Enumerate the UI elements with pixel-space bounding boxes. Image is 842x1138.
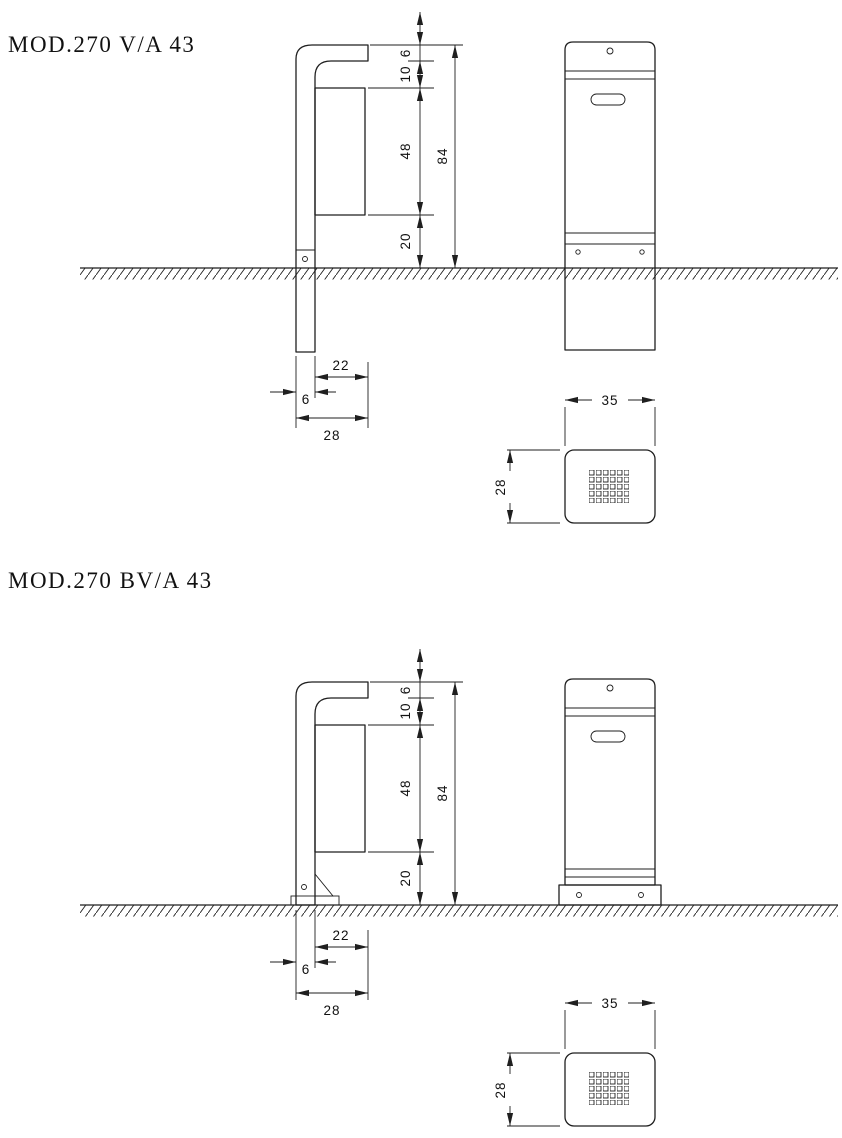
dim-ground-clearance: 20 [398,869,413,886]
drawing-va43: MOD.270 V/A 43 6 [8,12,838,524]
dim-overall-depth: 28 [323,1003,340,1018]
bolt-icon [301,884,307,890]
side-dimensions-vertical: 6 10 48 20 84 [368,12,463,268]
bolt-icon [575,249,581,255]
side-view [295,44,369,353]
dim-post-depth: 6 [302,392,311,407]
side-dimensions-vertical: 6 10 48 20 84 [368,649,463,905]
dim-plan-depth: 28 [493,478,508,495]
gusset [314,872,334,897]
plan-dimensions: 35 28 [493,996,656,1127]
dim-plan-width: 35 [601,996,618,1011]
post-outline [295,44,369,353]
post-outline [295,681,369,906]
dim-total-height: 84 [435,147,450,164]
dim-post-depth: 6 [302,962,311,977]
front-body [564,41,656,351]
top-view: 35 28 [493,996,656,1127]
bolt-icon [576,892,582,898]
plan-outline [564,1052,656,1127]
dim-cap-height: 6 [398,686,413,695]
bolt-icon [639,249,645,255]
perforation-grid [589,1072,629,1105]
plan-outline [564,449,656,524]
drawing-title: MOD.270 V/A 43 [8,32,195,57]
dim-total-height: 84 [435,784,450,801]
dim-plan-width: 35 [601,393,618,408]
dim-overall-depth: 28 [323,428,340,443]
extension-lines [368,44,463,216]
dim-bin-depth: 22 [332,358,349,373]
bin-body [314,87,366,216]
base-plate [558,884,662,906]
dim-head-gap: 10 [398,65,413,82]
front-view [564,41,656,351]
drawing-bva43: MOD.270 BV/A 43 [8,568,838,1127]
top-bolt-icon [606,684,614,692]
plan-dimensions: 35 28 [493,393,656,524]
bin-body [314,724,366,853]
dim-bin-depth: 22 [332,928,349,943]
extension-lines [368,681,463,853]
perforation-grid [589,470,629,503]
ground-line [80,904,838,917]
bolt-icon [638,892,644,898]
dim-body-height: 48 [398,779,413,796]
dim-body-height: 48 [398,142,413,159]
top-view: 35 28 [493,393,656,524]
dim-cap-height: 6 [398,49,413,58]
bolt-icon [302,256,308,262]
dim-ground-clearance: 20 [398,232,413,249]
ground-line [80,267,838,280]
slot-opening [590,730,626,743]
side-dimensions-horizontal: 22 6 28 [270,910,369,1018]
extension-lines [295,910,369,1000]
front-body [564,678,656,886]
side-view [290,681,369,906]
dim-head-gap: 10 [398,702,413,719]
dim-plan-depth: 28 [493,1081,508,1098]
drawing-title: MOD.270 BV/A 43 [8,568,213,593]
slot-opening [590,93,626,106]
side-dimensions-horizontal: 22 6 28 [270,356,369,443]
front-view [558,678,662,906]
top-bolt-icon [606,47,614,55]
